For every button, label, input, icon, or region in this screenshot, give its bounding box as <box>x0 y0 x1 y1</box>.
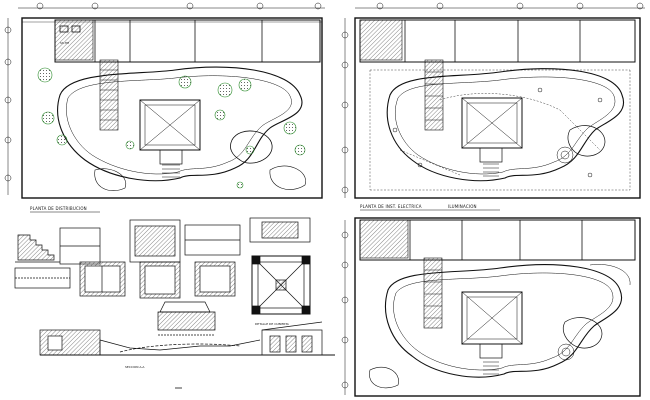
plan-electrical: PLANTA DE INST. ELECTRICA ILUMINACION <box>341 2 645 211</box>
label-electrical-plan: PLANTA DE INST. ELECTRICA <box>360 204 422 209</box>
label-lighting-plan: ILUMINACION <box>448 204 477 209</box>
label-distribution-plan: PLANTA DE DISTRIBUCION <box>30 206 87 211</box>
plan-lighting <box>341 217 641 397</box>
foundation-detail <box>251 255 311 315</box>
slab-detail <box>157 301 216 336</box>
construction-details: DETALLE DE CUBIERTA SECCION A-A <box>14 217 335 389</box>
label-section-detail: DETALLE DE CUBIERTA <box>255 322 290 326</box>
svg-text:SS.HH: SS.HH <box>60 41 69 45</box>
label-elevation-title: SECCION A-A <box>125 365 145 369</box>
pool-outline-1 <box>57 66 303 182</box>
vegetation-1 <box>37 67 306 189</box>
wiring-lines <box>369 69 631 191</box>
central-pavilion-1 <box>139 99 201 151</box>
light-fixtures <box>392 87 603 178</box>
stairs-1 <box>99 59 119 131</box>
wall-elevations <box>79 217 311 299</box>
grid-bubbles-top <box>36 2 322 10</box>
plan-distribution: SS.HH <box>4 2 325 213</box>
long-section <box>39 321 335 356</box>
grid-bubbles-left <box>4 26 12 182</box>
